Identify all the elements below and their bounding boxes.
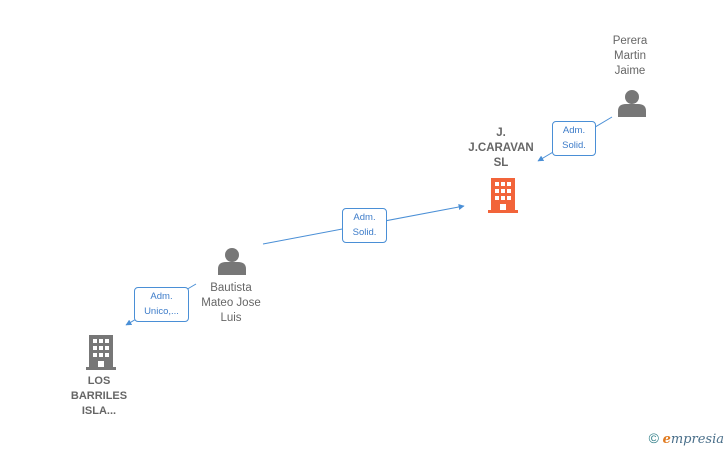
copyright-symbol: © xyxy=(648,430,659,446)
brand-logo-letter: e xyxy=(662,432,671,447)
company-label-jcaravan[interactable]: J. J.CARAVAN SL xyxy=(468,127,534,169)
person-label-perera[interactable]: Perera Martin Jaime xyxy=(612,35,648,77)
person-icon[interactable] xyxy=(617,89,647,117)
brand-logo-text: mpresia xyxy=(670,432,724,447)
building-icon[interactable] xyxy=(488,178,518,213)
person-label-bautista[interactable]: Bautista Mateo Jose Luis xyxy=(201,282,261,324)
edge-label-bautista-jcaravan[interactable]: Adm. Solid. xyxy=(342,208,387,243)
edge-label-perera-jcaravan[interactable]: Adm. Solid. xyxy=(552,121,596,156)
edge-label-bautista-barriles[interactable]: Adm. Unico,... xyxy=(134,287,189,322)
person-icon[interactable] xyxy=(217,247,247,275)
company-label-barriles[interactable]: LOS BARRILES ISLA... xyxy=(70,375,128,417)
empresia-watermark: © empresia xyxy=(649,430,724,447)
building-icon[interactable] xyxy=(86,335,116,370)
